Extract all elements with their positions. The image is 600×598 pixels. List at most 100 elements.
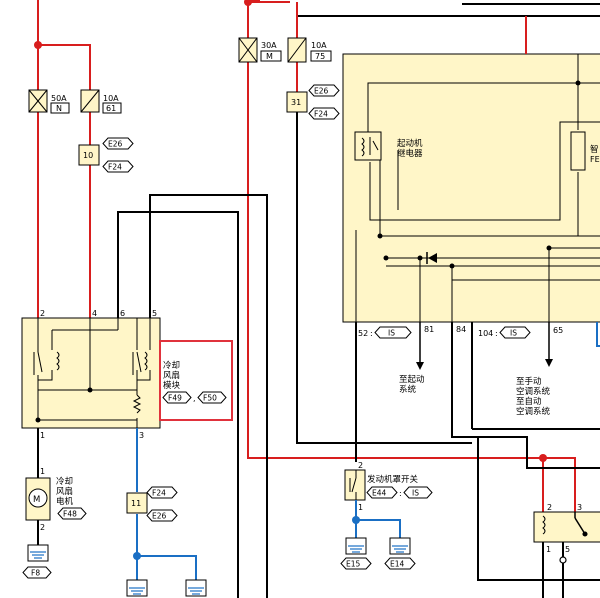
relay-right-coil [542,515,546,535]
ipdm-pin-52: 52 [358,329,368,338]
arrow-down-icon [416,362,424,370]
fan-motor-conn: F48 [63,510,77,519]
junction-dot [546,245,552,251]
ipdm-pin-104-tag: IS [510,329,517,338]
ipdm-module-box [342,53,600,323]
junction-dot [417,255,423,261]
ipdm-pin-52-tag: IS [388,329,395,338]
ground-box [126,579,148,597]
ground-e15: E15 [346,560,361,569]
junction-dot [559,556,567,564]
module-pin-6: 6 [120,309,125,318]
red-junction-dot [244,0,252,6]
junction-dot [449,263,455,269]
motor-icon [28,488,48,508]
connector-31-a: E26 [314,87,329,96]
ipdm-pin-65: 65 [553,326,563,335]
fuse-50a-code: N [56,104,62,113]
module-relay-coil-right [144,351,148,371]
fan-motor-pin-1: 1 [40,467,45,476]
hood-switch-conn-b: IS [412,489,419,498]
ground-e14-shape [384,557,416,570]
ground-f8: F8 [31,569,40,578]
connector-31-b: F24 [314,110,328,119]
ground-icon [129,587,145,595]
cooling-fan-module-box [21,317,161,429]
fuse-50a-rating: 50A [51,94,67,103]
starter-relay-label-2: 继电器 [397,148,423,159]
ground-box [345,537,367,555]
module-conn-a-shape [162,391,192,404]
fan-motor-label-2: 风扇 [56,486,73,497]
hood-switch-symbol [349,470,357,500]
hood-switch-box [344,469,366,501]
ground-icon [30,551,46,559]
connector-10-a-shape [102,137,134,150]
ground-box [27,544,49,562]
ipdm-pin-81: 81 [424,325,434,334]
junction-dot [35,417,41,423]
connector-10-num: 10 [83,151,93,160]
connector-31-a-shape [308,84,340,97]
connector-10-b: F24 [108,163,122,172]
partial-module-char: 智 [590,144,599,155]
connector-11-b-shape [146,509,178,522]
fuse-30a-rating: 30A [261,41,277,50]
ground-f8-shape [22,566,52,579]
module-pin-1: 1 [40,431,45,440]
connector-11-box [126,492,148,514]
fuse-50a-symbol [28,89,48,113]
module-pin-2: 2 [40,309,45,318]
diode-symbol [426,252,437,264]
module-conn-comma: , [193,394,196,403]
junction-dot [377,233,383,239]
hood-switch-conn-colon: : [399,489,402,498]
connector-10-box [78,144,100,166]
fuse-10a-61-code: 61 [106,104,116,113]
module-switch-right [132,351,142,375]
junction-dot [575,80,581,86]
connector-10-a: E26 [108,140,123,149]
junction-dot [383,255,389,261]
blue-junction-dot [352,516,360,524]
fan-motor-label-1: 冷却 [56,476,73,487]
fuse-10a-61-rating: 10A [103,94,119,103]
ipdm-pin-84: 84 [456,325,466,334]
junction-dot [87,387,93,393]
module-conn-b: F50 [203,394,217,403]
dest-ac-line1: 至手动 [516,376,542,387]
motor-letter: M [33,495,40,505]
ground-icon [348,545,364,553]
connector-31-b-shape [308,107,340,120]
fuse-10a-75-code: 75 [315,52,325,61]
ground-icon [188,587,204,595]
ground-e14: E14 [390,560,405,569]
relay-right-box [533,511,600,543]
ipdm-pin-104-tag-shape [499,326,531,339]
blue-junction-dot [133,552,141,560]
starter-relay [354,131,382,161]
connector-10-b-shape [102,160,134,173]
connector-11-b: E26 [152,512,167,521]
module-pin-5: 5 [152,309,157,318]
red-junction-dot [34,41,42,49]
hood-switch-pin-1: 1 [358,503,363,512]
cooling-fan-module-label-2: 风扇 [163,370,180,381]
starter-relay-label-1: 起动机 [397,138,423,149]
partial-module-code: FE [590,155,600,164]
dest-starter-line2: 系统 [399,384,417,395]
module-conn-b-shape [197,391,227,404]
black-signal-wiring [37,194,600,598]
fan-motor-conn-shape [57,507,87,520]
fuse-30a-symbol [238,37,258,63]
dest-ac-line4: 空调系统 [516,406,551,417]
hood-switch-conn-a: E44 [372,489,387,498]
cooling-fan-module-label-3: 模块 [163,380,181,391]
fan-motor-pin-2: 2 [40,523,45,532]
frame-wire [296,16,472,444]
fuse-10a-61-code-box [102,102,122,114]
cooling-fan-module-highlight [159,340,233,421]
hood-switch-label: 发动机罩开关 [367,474,419,485]
ground-box [185,579,207,597]
